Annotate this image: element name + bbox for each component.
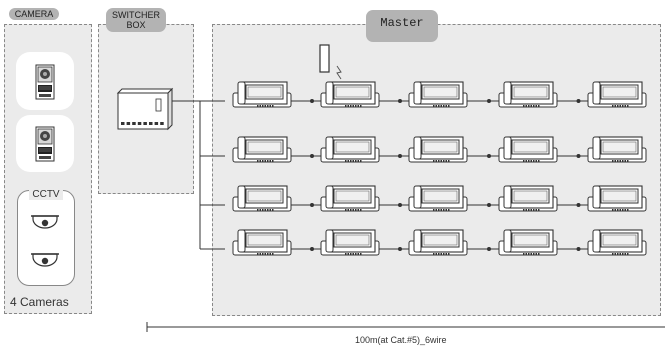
junction-dot <box>398 154 402 158</box>
junction-dot <box>398 247 402 251</box>
video-monitor-icon <box>320 81 380 108</box>
junction-dot <box>576 203 581 207</box>
switcher-port <box>160 122 164 125</box>
junction-dot <box>310 203 314 207</box>
video-monitor-icon <box>408 185 468 212</box>
cctv-label: CCTV <box>29 189 63 200</box>
video-monitor-icon <box>320 229 380 256</box>
door-camera-icon <box>35 126 55 162</box>
cctv-dome-icon <box>30 253 60 267</box>
junction-dot <box>398 203 402 207</box>
video-monitor-icon <box>232 136 292 163</box>
camera-count-label: 4 Cameras <box>10 295 69 309</box>
video-monitor-icon <box>232 229 292 256</box>
switcher-box-side <box>167 87 173 131</box>
junction-dot <box>487 247 491 251</box>
switcher-box-top <box>116 88 174 94</box>
switcher-port <box>126 122 131 125</box>
switcher-port <box>132 122 136 125</box>
camera-title: CAMERA <box>9 8 59 20</box>
junction-dot <box>576 99 581 103</box>
junction-dot <box>310 247 314 251</box>
video-monitor-icon <box>232 185 292 212</box>
junction-dot <box>487 154 491 158</box>
junction-dot <box>310 154 314 158</box>
video-monitor-icon <box>320 136 380 163</box>
cctv-dome-icon <box>30 215 60 229</box>
video-monitor-icon <box>587 81 647 108</box>
master-panel <box>212 24 661 316</box>
video-monitor-icon <box>408 229 468 256</box>
master-title: Master <box>366 10 438 42</box>
video-monitor-icon <box>498 136 558 163</box>
video-monitor-icon <box>408 81 468 108</box>
junction-dot <box>310 99 314 103</box>
junction-dot <box>487 99 491 103</box>
video-monitor-icon <box>587 185 647 212</box>
video-monitor-icon <box>587 229 647 256</box>
junction-dot <box>576 154 581 158</box>
video-monitor-icon <box>587 136 647 163</box>
switcher-port <box>154 122 159 125</box>
video-monitor-icon <box>498 185 558 212</box>
switcher-port <box>137 122 142 125</box>
door-camera-icon <box>35 64 55 100</box>
video-monitor-icon <box>498 81 558 108</box>
switcher-port <box>121 122 125 125</box>
switcher-port <box>149 122 153 125</box>
distance-label: 100m(at Cat.#5)_6wire <box>355 335 447 345</box>
switcher-title: SWITCHER BOX <box>106 8 166 32</box>
video-monitor-icon <box>498 229 558 256</box>
junction-dot <box>398 99 402 103</box>
signal-zigzag <box>336 65 342 80</box>
switcher-port <box>143 122 147 125</box>
video-monitor-icon <box>320 185 380 212</box>
switcher-indicator <box>155 98 162 112</box>
junction-dot <box>576 247 581 251</box>
video-monitor-icon <box>408 136 468 163</box>
cctv-group: CCTV <box>17 189 75 286</box>
junction-dot <box>487 203 491 207</box>
video-monitor-icon <box>232 81 292 108</box>
handset-icon <box>319 44 330 73</box>
